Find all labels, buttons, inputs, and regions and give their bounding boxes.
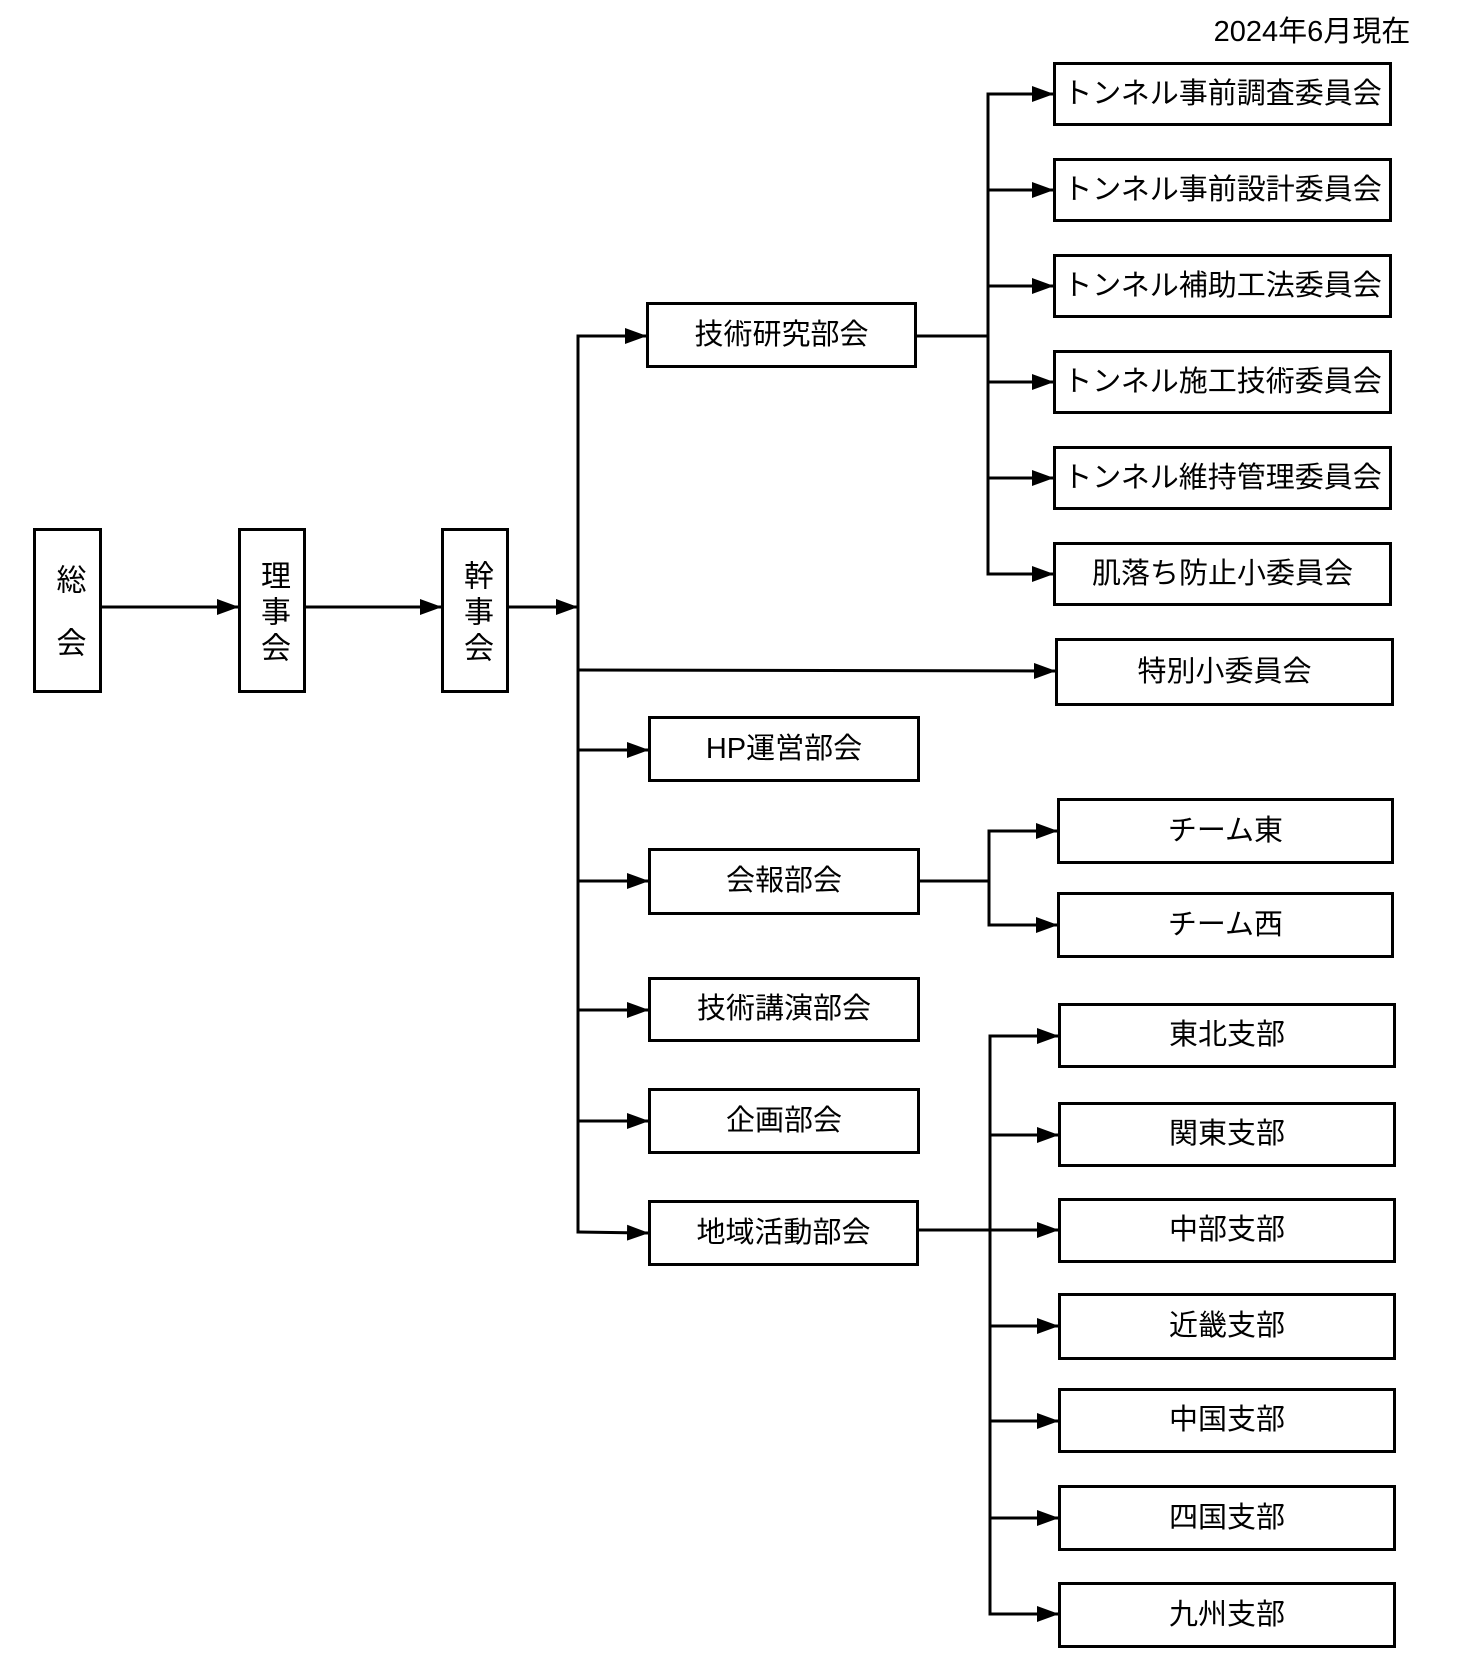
node-kanjikai-label: 幹事会 [459, 559, 492, 668]
node-committee-sekou-gijutsu: トンネル施工技術委員会 [1053, 350, 1392, 414]
as-of-date: 2024年6月現在 [1213, 16, 1411, 48]
node-committee-hojo-kouhou: トンネル補助工法委員会 [1053, 254, 1392, 318]
node-committee-jizen-chousa: トンネル事前調査委員会 [1053, 62, 1392, 126]
node-gijutsu-kenkyu-bukai: 技術研究部会 [646, 302, 917, 368]
edge-to-tokubetsu [576, 662, 1057, 679]
node-rijikai-label: 理事会 [256, 559, 289, 668]
node-team-nishi: チーム西 [1057, 892, 1394, 958]
node-chiiki-katsudou-bukai: 地域活動部会 [648, 1200, 919, 1266]
node-shibu-chubu: 中部支部 [1058, 1198, 1396, 1263]
edge-to-chiiki [576, 1224, 650, 1241]
node-kaihou-bukai: 会報部会 [648, 848, 920, 915]
node-hp-unei-bukai: HP運営部会 [648, 716, 920, 782]
node-committee-iji-kanri: トンネル維持管理委員会 [1053, 446, 1392, 510]
node-soukai-label: 総会 [51, 564, 85, 690]
node-kikaku-bukai: 企画部会 [648, 1088, 920, 1154]
node-shibu-shikoku: 四国支部 [1058, 1485, 1396, 1551]
node-gijutsu-kouen-bukai: 技術講演部会 [648, 977, 920, 1042]
node-committee-jizen-sekkei: トンネル事前設計委員会 [1053, 158, 1392, 222]
node-shibu-kyushu: 九州支部 [1058, 1582, 1396, 1648]
node-committee-hadaochi-boushi: 肌落ち防止小委員会 [1053, 542, 1392, 606]
node-soukai: 総会 [33, 528, 102, 693]
node-shibu-chugoku: 中国支部 [1058, 1388, 1396, 1453]
node-shibu-kinki: 近畿支部 [1058, 1293, 1396, 1360]
node-rijikai: 理事会 [238, 528, 306, 693]
node-shibu-touhoku: 東北支部 [1058, 1003, 1396, 1068]
node-team-higashi: チーム東 [1057, 798, 1394, 864]
node-kanjikai: 幹事会 [441, 528, 509, 693]
node-shibu-kantou: 関東支部 [1058, 1102, 1396, 1167]
node-tokubetsu-sho-iinkai: 特別小委員会 [1055, 638, 1394, 706]
